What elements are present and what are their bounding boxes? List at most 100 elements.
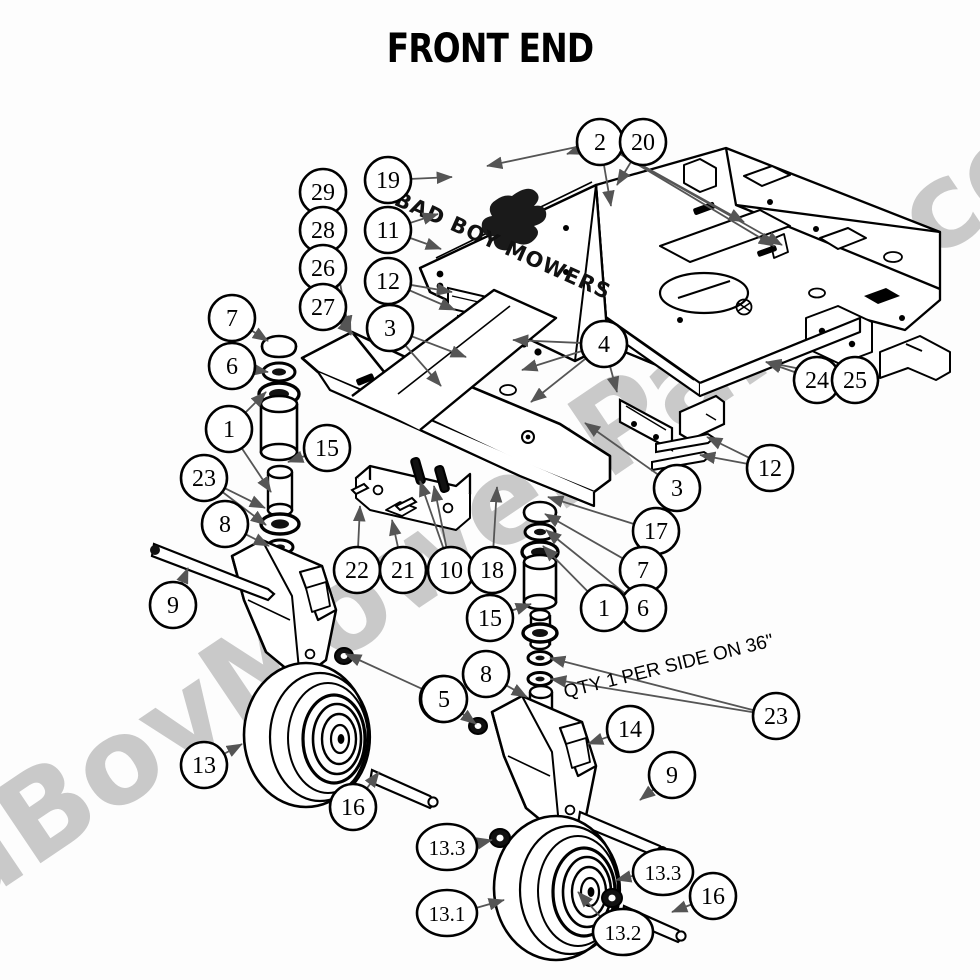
callout-8[interactable]: 8 (200, 499, 250, 549)
callout-1[interactable]: 1 (204, 404, 254, 454)
callout-13-2[interactable]: 13.2 (591, 907, 655, 957)
callout-15[interactable]: 15 (465, 593, 515, 643)
callout-bubble[interactable] (179, 740, 229, 790)
callout-16[interactable]: 16 (688, 871, 738, 921)
callout-bubble[interactable] (419, 674, 469, 724)
leader-line (699, 451, 747, 465)
leader-line (337, 319, 354, 335)
left-axle-bolt-16 (368, 768, 439, 810)
callout-11[interactable]: 11 (363, 205, 413, 255)
callout-bubble[interactable] (652, 463, 702, 513)
callout-13-3[interactable]: 13.3 (631, 847, 695, 897)
callout-number: 19 (376, 168, 400, 194)
callout-18[interactable]: 18 (467, 545, 517, 595)
callout-number: 13 (192, 753, 216, 779)
callout-8[interactable]: 8 (461, 649, 511, 699)
callout-13-1[interactable]: 13.1 (415, 888, 479, 938)
callout-number: 10 (439, 558, 463, 584)
callout-bubble[interactable] (207, 293, 257, 343)
leader-line (489, 486, 503, 547)
callout-17[interactable]: 17 (631, 506, 681, 556)
callout-bubble[interactable] (647, 750, 697, 800)
callout-16[interactable]: 16 (328, 782, 378, 832)
note-qty-note: QTY 1 PER SIDE ON 36" (562, 630, 776, 703)
callout-bubble[interactable] (579, 583, 629, 633)
callout-bubble[interactable] (631, 847, 695, 897)
callout-bubble[interactable] (328, 782, 378, 832)
callout-bubble[interactable] (465, 593, 515, 643)
callout-9[interactable]: 9 (647, 750, 697, 800)
callout-number: 25 (843, 368, 867, 394)
callout-bubble[interactable] (591, 907, 655, 957)
callout-bubble[interactable] (415, 822, 479, 872)
callout-26[interactable]: 26 (298, 243, 348, 293)
callout-bubble[interactable] (751, 691, 801, 741)
leader-line (412, 335, 467, 358)
callout-bubble[interactable] (204, 404, 254, 454)
pin-set-center (350, 482, 418, 512)
callout-bubble[interactable] (365, 303, 415, 353)
callout-bubble[interactable] (618, 117, 668, 167)
callout-24[interactable]: 24 (792, 355, 842, 405)
callout-bubble[interactable] (688, 871, 738, 921)
callout-3[interactable]: 3 (652, 463, 702, 513)
leader-line (512, 602, 532, 615)
callout-3[interactable]: 3 (365, 303, 415, 353)
callout-21[interactable]: 21 (378, 545, 428, 595)
callout-number: 16 (701, 884, 725, 910)
callout-bubble[interactable] (579, 319, 629, 369)
callout-27[interactable]: 27 (298, 282, 348, 332)
callout-14[interactable]: 14 (605, 704, 655, 754)
callout-bubble[interactable] (461, 649, 511, 699)
callout-12[interactable]: 12 (745, 443, 795, 493)
callout-bubble[interactable] (745, 443, 795, 493)
callout-bubble[interactable] (200, 499, 250, 549)
callout-bubble[interactable] (179, 453, 229, 503)
callout-2[interactable]: 2 (575, 117, 625, 167)
callout-6[interactable]: 6 (207, 341, 257, 391)
callout-number: 22 (345, 558, 369, 584)
callout-bubble[interactable] (363, 205, 413, 255)
callout-number: 5 (438, 687, 450, 713)
callout-bubble[interactable] (363, 155, 413, 205)
leader-line (410, 237, 442, 250)
callout-number: 28 (311, 218, 335, 244)
leader-line (606, 366, 620, 393)
callout-28[interactable]: 28 (298, 205, 348, 255)
leader-line (352, 505, 366, 547)
callout-number: 3 (384, 316, 396, 342)
callout-15[interactable]: 15 (302, 423, 352, 473)
callout-bubble[interactable] (298, 282, 348, 332)
callout-bubble[interactable] (302, 423, 352, 473)
callout-bubble[interactable] (605, 704, 655, 754)
callout-25[interactable]: 25 (830, 355, 880, 405)
callout-bubble[interactable] (467, 545, 517, 595)
callout-13[interactable]: 13 (179, 740, 229, 790)
callout-number: 26 (311, 256, 335, 282)
callout-23[interactable]: 23 (179, 453, 229, 503)
callout-number: 8 (480, 662, 492, 688)
leader-line (512, 334, 581, 347)
callout-29[interactable]: 29 (298, 167, 348, 217)
callout-bubble[interactable] (148, 580, 198, 630)
callout-7[interactable]: 7 (207, 293, 257, 343)
leader-line (544, 513, 623, 559)
callout-9[interactable]: 9 (148, 580, 198, 630)
callout-22[interactable]: 22 (332, 545, 382, 595)
callout-10[interactable]: 10 (426, 545, 476, 595)
callout-13-3[interactable]: 13.3 (415, 822, 479, 872)
callout-12[interactable]: 12 (363, 256, 413, 306)
callout-bubble[interactable] (415, 888, 479, 938)
callout-1[interactable]: 1 (579, 583, 629, 633)
callout-bubble[interactable] (830, 355, 880, 405)
callout-bubble[interactable] (378, 545, 428, 595)
callout-bubble[interactable] (207, 341, 257, 391)
callout-19[interactable]: 19 (363, 155, 413, 205)
callout-4[interactable]: 4 (579, 319, 629, 369)
callout-number: 1 (223, 417, 235, 443)
callout-23[interactable]: 23 (751, 691, 801, 741)
callout-5[interactable]: 5 (419, 674, 469, 724)
callout-number: 11 (376, 218, 399, 244)
callout-7[interactable]: 7 (618, 545, 668, 595)
callout-20[interactable]: 20 (618, 117, 668, 167)
